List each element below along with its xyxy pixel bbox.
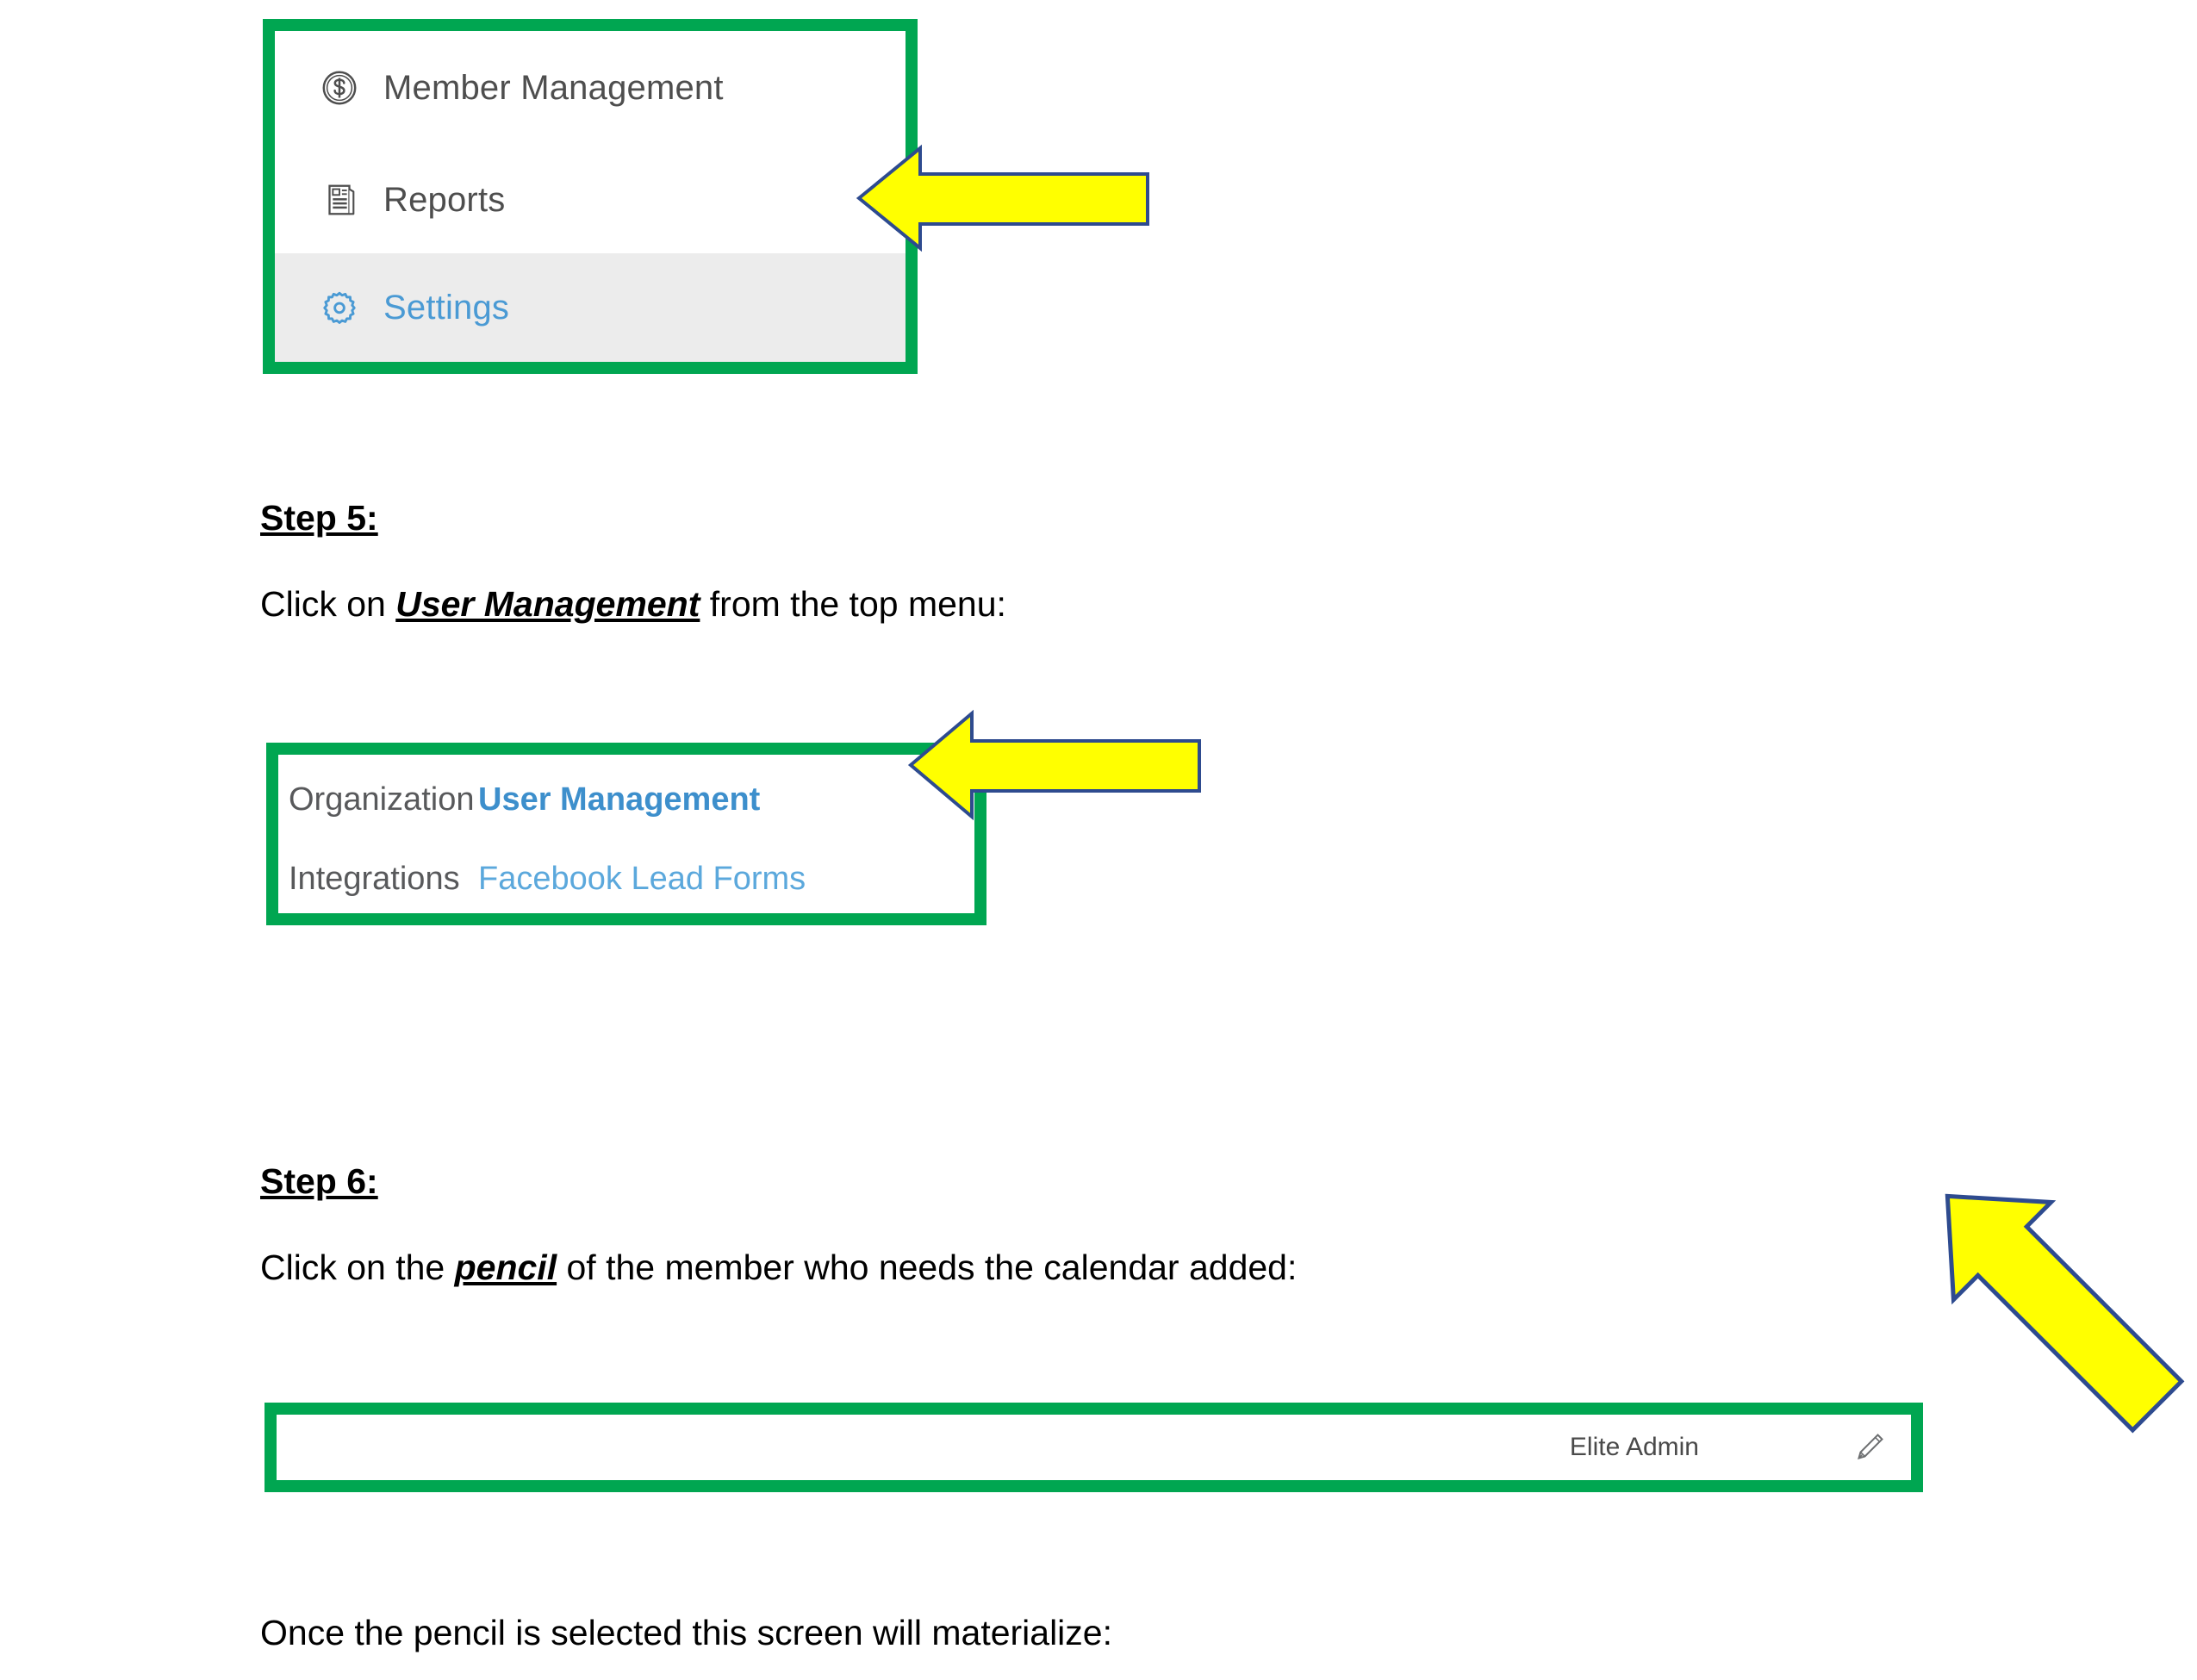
- closing-text: Once the pencil is selected this screen …: [260, 1613, 1112, 1652]
- menu-link-user-management[interactable]: User Management: [478, 781, 761, 818]
- dollar-circle-icon: [322, 71, 357, 105]
- step-5-body: Click on User Management from the top me…: [260, 584, 1006, 625]
- top-menu: Organization User Management Integration…: [278, 755, 974, 913]
- step-5-body-prefix: Click on: [260, 584, 396, 624]
- menu-capture-highlight-box: Organization User Management Integration…: [266, 743, 986, 925]
- menu-category-label: Organization: [289, 781, 475, 818]
- sidebar-item-label: Member Management: [383, 68, 724, 107]
- arrow-to-pencil: [1945, 1193, 2185, 1434]
- step-6-body-suffix: of the member who needs the calendar add…: [557, 1248, 1298, 1287]
- step-6-body-emphasis: pencil: [454, 1248, 557, 1287]
- step-5-body-emphasis: User Management: [395, 584, 700, 624]
- sidebar-item-reports[interactable]: Reports: [275, 143, 906, 257]
- menu-link-facebook-lead-forms[interactable]: Facebook Lead Forms: [478, 860, 806, 897]
- nav-capture-highlight-box: Member Management Reports: [263, 19, 918, 374]
- member-role-label: Elite Admin: [1569, 1433, 1699, 1461]
- menu-category-label: Integrations: [289, 860, 460, 897]
- member-capture-highlight-box: Elite Admin: [265, 1403, 1923, 1492]
- side-nav-list: Member Management Reports: [275, 31, 906, 362]
- arrow-to-user-management: [907, 709, 1201, 821]
- step-6-body: Click on the pencil of the member who ne…: [260, 1248, 1297, 1288]
- menu-row-integrations: Integrations Facebook Lead Forms: [278, 839, 974, 918]
- step-6-body-prefix: Click on the: [260, 1248, 455, 1287]
- report-document-icon: [328, 184, 355, 215]
- sidebar-item-settings[interactable]: Settings: [275, 253, 906, 362]
- step-5-heading: Step 5:: [260, 498, 378, 538]
- sidebar-item-label: Reports: [383, 180, 506, 219]
- step-5-body-suffix: from the top menu:: [700, 584, 1006, 624]
- member-row: Elite Admin: [277, 1415, 1911, 1480]
- pencil-icon[interactable]: [1852, 1430, 1887, 1465]
- sidebar-item-label: Settings: [383, 288, 510, 327]
- menu-row-organization: Organization User Management: [278, 760, 974, 839]
- gear-icon: [323, 291, 356, 324]
- sidebar-item-member-management[interactable]: Member Management: [275, 31, 906, 145]
- arrow-to-settings: [856, 144, 1149, 252]
- step-6-heading: Step 6:: [260, 1161, 378, 1201]
